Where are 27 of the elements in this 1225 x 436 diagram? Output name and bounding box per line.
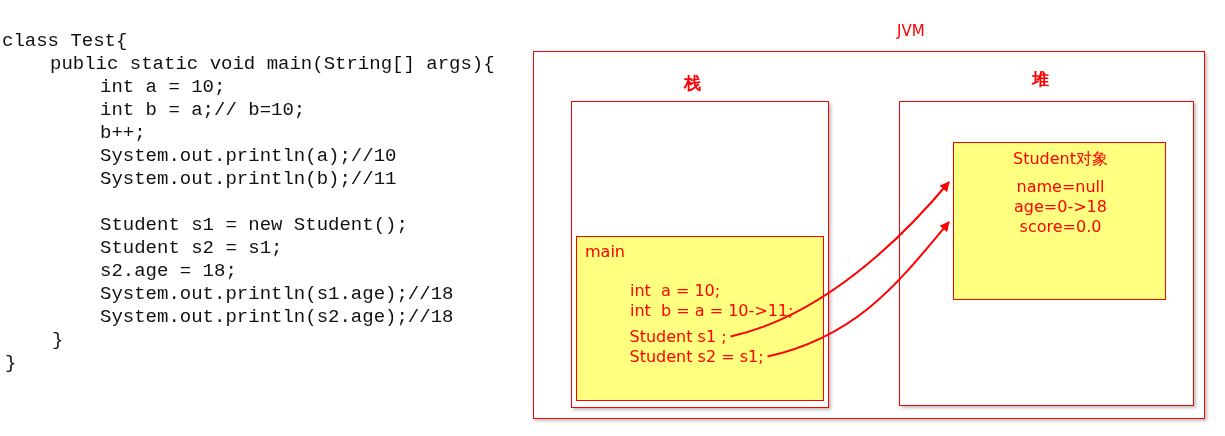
code-line: int a = 10;: [100, 76, 226, 99]
reference-arrow: [766, 221, 950, 358]
region-heading: JVM: [897, 22, 925, 40]
variable-text: int a = 10; int b = a = 10->11;: [630, 281, 795, 321]
code-line: System.out.println(a);//10: [100, 145, 397, 168]
code-line: }: [52, 329, 64, 352]
code-line: System.out.println(s2.age);//18: [100, 306, 454, 329]
code-line: b++;: [100, 122, 146, 145]
object-heading: Student对象: [1012, 149, 1109, 169]
region-heading: 栈: [683, 71, 701, 95]
code-line: public static void main(String[] args){: [50, 53, 495, 76]
stack-frame-box: [576, 236, 824, 401]
reference-arrow: [729, 181, 950, 338]
code-line: s2.age = 18;: [100, 260, 237, 283]
code-line: class Test{: [2, 30, 128, 53]
variable-text: Student s2 = s1;: [629, 346, 764, 367]
region-heading: 堆: [1031, 67, 1049, 91]
variable-text: Student s1 ;: [629, 326, 727, 347]
code-line: System.out.println(s1.age);//18: [100, 283, 454, 306]
code-line: int b = a;// b=10;: [100, 99, 306, 122]
code-line: Student s2 = s1;: [100, 237, 283, 260]
code-line: System.out.println(b);//11: [100, 168, 397, 191]
code-line: }: [5, 352, 17, 375]
frame-heading: main: [585, 242, 625, 262]
object-box: [953, 142, 1166, 300]
code-line: Student s1 = new Student();: [100, 214, 408, 237]
field-list: name=null age=0->18 score=0.0: [964, 177, 1157, 237]
